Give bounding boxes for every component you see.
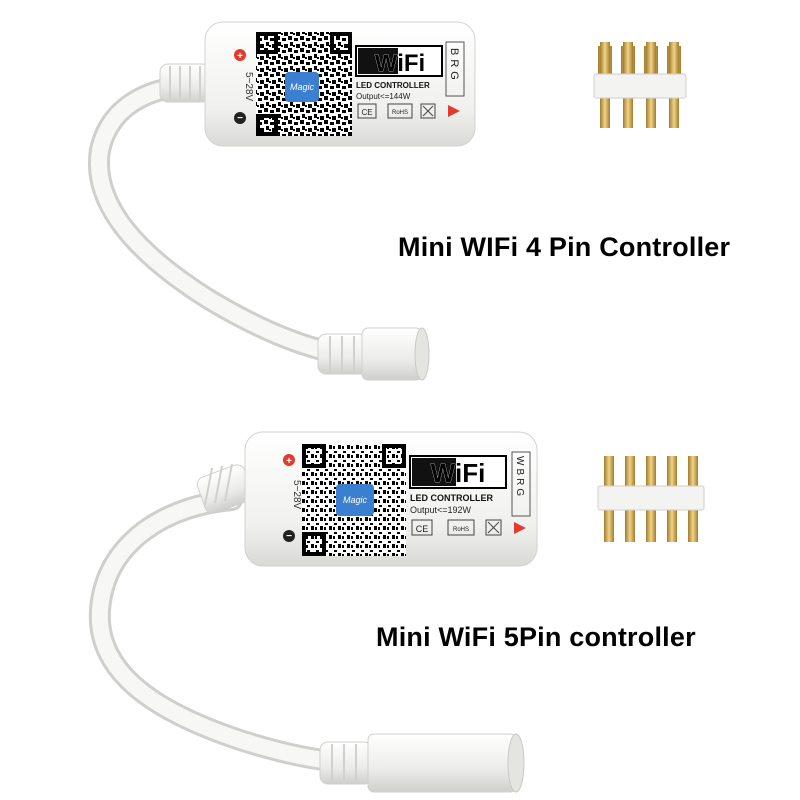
- ce-mark: CE: [416, 524, 429, 534]
- rohs-mark: RoHS: [392, 110, 408, 116]
- rohs-mark: RoHS: [453, 527, 469, 533]
- weee-icon: [485, 519, 502, 536]
- plus-icon: [234, 49, 246, 61]
- minus-icon: [234, 112, 246, 124]
- pin-header-4: [593, 42, 687, 128]
- arrow-icon: [448, 105, 460, 117]
- weee-icon: [420, 103, 436, 119]
- pin-header-5: [597, 456, 705, 542]
- product-caption-5pin: Mini WiFi 5Pin controller: [376, 622, 696, 652]
- svg-text:−: −: [286, 531, 292, 542]
- wifi-logo: WiFi: [375, 50, 425, 77]
- model-label: LED CONTROLLER: [356, 81, 430, 90]
- svg-text:−: −: [237, 113, 243, 124]
- model-label: LED CONTROLLER: [410, 493, 493, 503]
- plus-icon: [283, 454, 295, 466]
- ce-mark: CE: [361, 108, 372, 117]
- arrow-icon: [514, 522, 526, 534]
- svg-text:+: +: [237, 51, 243, 62]
- pin-letters: BRG: [448, 48, 460, 84]
- app-badge: Magic: [290, 82, 315, 92]
- dc-jack: [319, 733, 525, 793]
- product-4pin: + − 5~28V Magic WiFi LED CONTROLLER Outp…: [88, 21, 687, 381]
- app-badge: Magic: [343, 495, 368, 505]
- product-caption-4pin: Mini WIFi 4 Pin Controller: [398, 232, 731, 262]
- voltage-label: 5~28V: [243, 72, 254, 102]
- strain-relief: [196, 463, 254, 514]
- pin-letters: WBRG: [514, 456, 525, 499]
- qr-code: Magic: [256, 32, 352, 136]
- output-label: Output<=192W: [410, 505, 472, 515]
- svg-text:+: +: [286, 456, 292, 467]
- voltage-label: 5~28V: [291, 480, 302, 510]
- output-label: Output<=144W: [356, 92, 411, 101]
- strain-relief: [159, 63, 211, 103]
- product-5pin: + − 5~28V Magic WiFi LED CONTROLLER Outp…: [88, 431, 705, 793]
- minus-icon: [283, 530, 295, 542]
- wifi-logo: WiFi: [431, 458, 486, 488]
- dc-jack: [317, 327, 430, 381]
- qr-code: Magic: [302, 444, 406, 556]
